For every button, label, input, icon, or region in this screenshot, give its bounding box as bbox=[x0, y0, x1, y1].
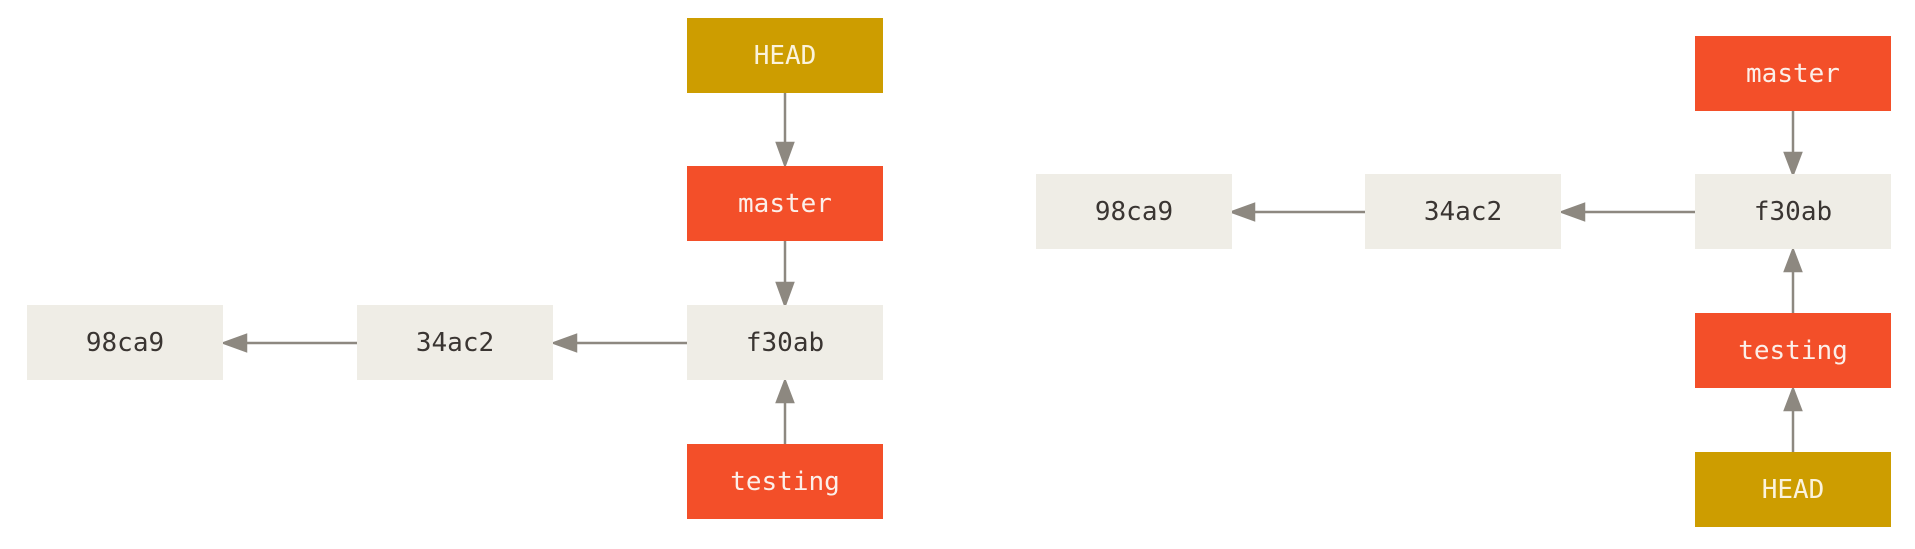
arrowhead-master-to-f30ab-right bbox=[1783, 151, 1803, 178]
arrowhead-master-to-f30ab bbox=[775, 281, 795, 309]
arrowhead-testing-to-f30ab-right bbox=[1783, 246, 1803, 273]
arrowhead-head-to-master bbox=[775, 141, 795, 169]
left-commit-98ca9: 98ca9 bbox=[27, 305, 223, 380]
right-arrows bbox=[1228, 111, 1803, 452]
right-head-pointer: HEAD bbox=[1695, 452, 1891, 527]
left-head-pointer: HEAD bbox=[687, 18, 883, 93]
arrowhead-34ac2-to-98ca9-right bbox=[1228, 202, 1256, 222]
left-commit-34ac2: 34ac2 bbox=[357, 305, 553, 380]
left-master-branch: master bbox=[687, 166, 883, 241]
right-commit-98ca9: 98ca9 bbox=[1036, 174, 1232, 249]
arrowhead-testing-to-f30ab bbox=[775, 377, 795, 404]
arrowhead-f30ab-to-34ac2-right bbox=[1558, 202, 1586, 222]
arrowhead-head-to-testing-right bbox=[1783, 385, 1803, 412]
left-commit-f30ab: f30ab bbox=[687, 305, 883, 380]
arrowhead-34ac2-to-98ca9 bbox=[220, 333, 248, 353]
right-commit-f30ab: f30ab bbox=[1695, 174, 1891, 249]
right-master-branch: master bbox=[1695, 36, 1891, 111]
arrowhead-f30ab-to-34ac2 bbox=[550, 333, 578, 353]
left-testing-branch: testing bbox=[687, 444, 883, 519]
right-commit-34ac2: 34ac2 bbox=[1365, 174, 1561, 249]
right-testing-branch: testing bbox=[1695, 313, 1891, 388]
left-arrows bbox=[220, 93, 795, 444]
